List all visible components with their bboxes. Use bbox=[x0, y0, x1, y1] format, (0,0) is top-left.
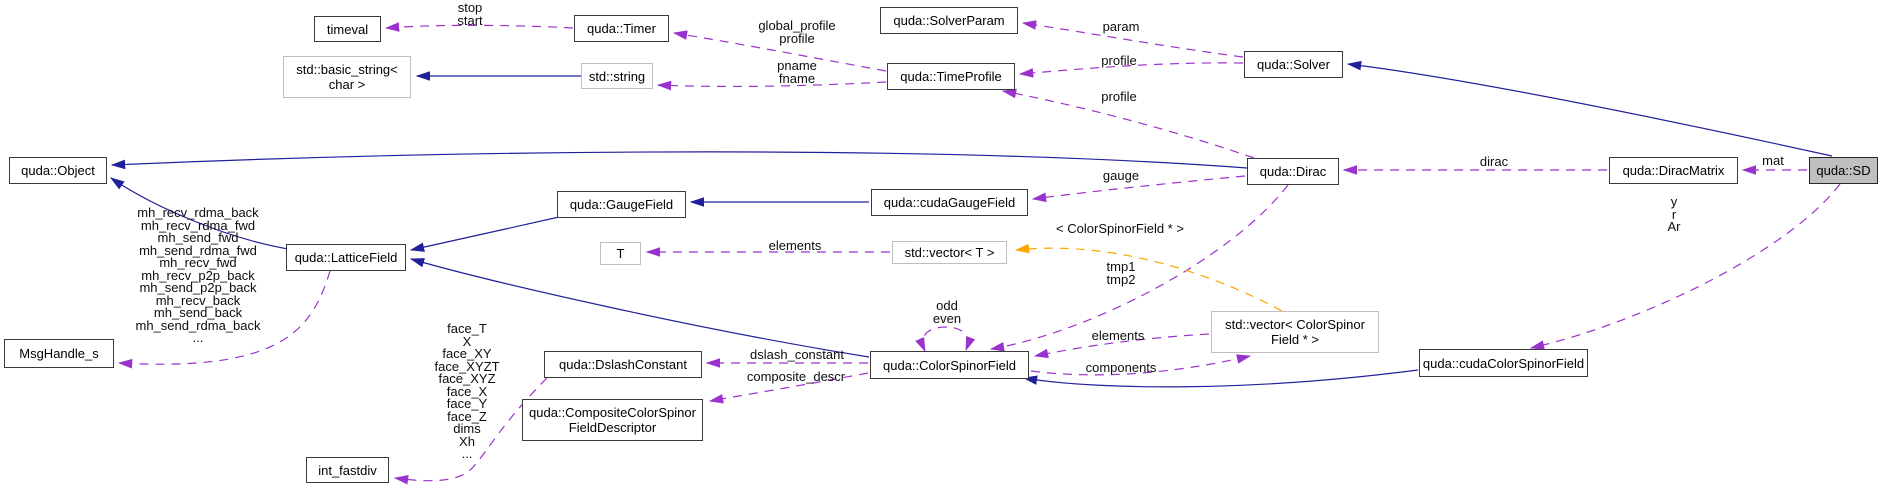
node-label: std::basic_string< char > bbox=[296, 62, 398, 92]
edge-label-stop-start: stop start bbox=[457, 0, 483, 28]
edge-dirac-object bbox=[110, 151, 1248, 170]
edge-timeprofile-string bbox=[656, 80, 887, 91]
edge-timer-timeval bbox=[384, 22, 574, 32]
edge-label-pname-fname: pname fname bbox=[777, 58, 817, 86]
node-quda-dirac[interactable]: quda::Dirac bbox=[1247, 158, 1339, 185]
edge-label-template-args: < ColorSpinorField * > bbox=[1056, 221, 1184, 236]
node-quda-solverparam[interactable]: quda::SolverParam bbox=[880, 7, 1018, 34]
edge-label-elements-t: elements bbox=[768, 238, 822, 253]
node-label: quda::DiracMatrix bbox=[1622, 163, 1725, 178]
edge-sd-cudacolorspinorfield bbox=[1529, 183, 1841, 350]
edge-label-tmp1-tmp2: tmp1 tmp2 bbox=[1106, 259, 1136, 287]
edge-label-composite-descr: composite_descr bbox=[746, 369, 846, 384]
edge-sd-solver bbox=[1346, 60, 1833, 157]
node-timeval[interactable]: timeval bbox=[314, 16, 381, 42]
edge-dirac-cudagaugefield bbox=[1031, 175, 1246, 203]
node-quda-object[interactable]: quda::Object bbox=[9, 157, 107, 184]
edge-colorspinorfield-latticefield bbox=[409, 258, 870, 358]
node-std-string: std::string bbox=[581, 63, 653, 89]
edge-label-face-constants: face_T X face_XY face_XYZT face_XYZ face… bbox=[434, 321, 500, 461]
edge-colorspinorfield-vectorcsf bbox=[1030, 354, 1252, 376]
node-label: quda::GaugeField bbox=[569, 197, 674, 212]
node-label: quda::cudaColorSpinorField bbox=[1422, 355, 1585, 371]
edge-dirac-colorspinorfield bbox=[989, 184, 1289, 352]
edge-label-global-profile: global_profile profile bbox=[758, 18, 836, 46]
edge-label-odd-even: odd even bbox=[932, 298, 962, 326]
edge-label-profile-solver: profile bbox=[1101, 53, 1137, 68]
edge-label-y-r-ar: y r Ar bbox=[1667, 194, 1681, 234]
node-quda-latticefield[interactable]: quda::LatticeField bbox=[286, 244, 406, 271]
edge-label-dslash-constant: dslash_constant bbox=[750, 347, 844, 362]
node-label: quda::Timer bbox=[587, 21, 656, 36]
node-label: quda::Solver bbox=[1257, 57, 1330, 72]
node-label: quda::SolverParam bbox=[893, 13, 1005, 28]
edge-vectorcsf-colorspinorfield bbox=[1033, 333, 1210, 359]
node-std-basic-string: std::basic_string< char > bbox=[283, 56, 411, 98]
edge-label-mat: mat bbox=[1762, 153, 1784, 168]
edge-label-mh-handles: mh_recv_rdma_back mh_recv_rdma_fwd mh_se… bbox=[135, 205, 261, 345]
edge-solver-solverparam bbox=[1021, 20, 1244, 58]
node-label: quda::DslashConstant bbox=[559, 357, 687, 372]
node-label: quda::CompositeColorSpinor FieldDescript… bbox=[529, 405, 696, 435]
edge-solver-timeprofile bbox=[1018, 62, 1244, 78]
node-quda-gaugefield[interactable]: quda::GaugeField bbox=[557, 191, 686, 218]
node-quda-timeprofile[interactable]: quda::TimeProfile bbox=[887, 63, 1015, 90]
node-label: quda::LatticeField bbox=[294, 250, 398, 265]
node-label: int_fastdiv bbox=[318, 462, 377, 478]
node-quda-cudagaugefield[interactable]: quda::cudaGaugeField bbox=[871, 189, 1028, 216]
node-quda-colorspinorfield[interactable]: quda::ColorSpinorField bbox=[870, 351, 1029, 379]
node-int-fastdiv[interactable]: int_fastdiv bbox=[306, 457, 389, 483]
edge-dslashconstant-intfastdiv bbox=[393, 377, 548, 485]
edge-label-dirac: dirac bbox=[1479, 154, 1509, 169]
node-quda-dslashconstant[interactable]: quda::DslashConstant bbox=[544, 351, 702, 378]
edge-latticefield-msghandle bbox=[117, 270, 331, 369]
node-t: T bbox=[600, 242, 641, 265]
edge-label-elements-csf: elements bbox=[1091, 328, 1145, 343]
node-label: std::string bbox=[588, 68, 646, 84]
edge-latticefield-object bbox=[110, 177, 289, 250]
edge-colorspinorfield-compositedescriptor bbox=[708, 372, 869, 404]
node-label: quda::Dirac bbox=[1259, 164, 1327, 179]
node-msghandle-s[interactable]: MsgHandle_s bbox=[4, 339, 114, 368]
node-quda-timer[interactable]: quda::Timer bbox=[574, 15, 669, 42]
node-label: std::vector< T > bbox=[904, 245, 995, 260]
node-quda-solver[interactable]: quda::Solver bbox=[1244, 51, 1343, 78]
node-label: quda::Object bbox=[21, 163, 95, 178]
edge-timeprofile-timer bbox=[672, 30, 887, 72]
node-label: quda::TimeProfile bbox=[900, 69, 1002, 84]
edge-label-components: components bbox=[1085, 360, 1157, 375]
node-std-vector-colorspinorfield: std::vector< ColorSpinor Field * > bbox=[1211, 311, 1379, 353]
node-quda-sd: quda::SD bbox=[1809, 157, 1878, 184]
node-label: timeval bbox=[326, 21, 369, 37]
edge-colorspinorfield-selfloop bbox=[915, 326, 976, 353]
edge-cudacolorspinorfield-colorspinorfield bbox=[1022, 369, 1419, 388]
node-label: std::vector< ColorSpinor Field * > bbox=[1225, 317, 1365, 347]
node-label: MsgHandle_s bbox=[19, 346, 99, 361]
edge-gaugefield-latticefield bbox=[409, 216, 560, 252]
node-quda-compositecolorspinorfielddescriptor[interactable]: quda::CompositeColorSpinor FieldDescript… bbox=[522, 399, 703, 441]
node-label: T bbox=[616, 246, 625, 261]
node-label: quda::SD bbox=[1816, 163, 1871, 178]
node-label: quda::ColorSpinorField bbox=[883, 357, 1016, 373]
edge-label-param: param bbox=[1102, 19, 1140, 34]
edge-label-profile-dirac: profile bbox=[1101, 89, 1137, 104]
node-label: quda::cudaGaugeField bbox=[883, 195, 1016, 210]
edge-label-gauge: gauge bbox=[1102, 168, 1140, 183]
node-std-vector-t: std::vector< T > bbox=[892, 241, 1007, 264]
edge-vectorcsf-vectort-template bbox=[1014, 243, 1283, 312]
node-quda-diracmatrix[interactable]: quda::DiracMatrix bbox=[1609, 157, 1738, 184]
node-quda-cudacolorspinorfield[interactable]: quda::cudaColorSpinorField bbox=[1419, 349, 1588, 377]
